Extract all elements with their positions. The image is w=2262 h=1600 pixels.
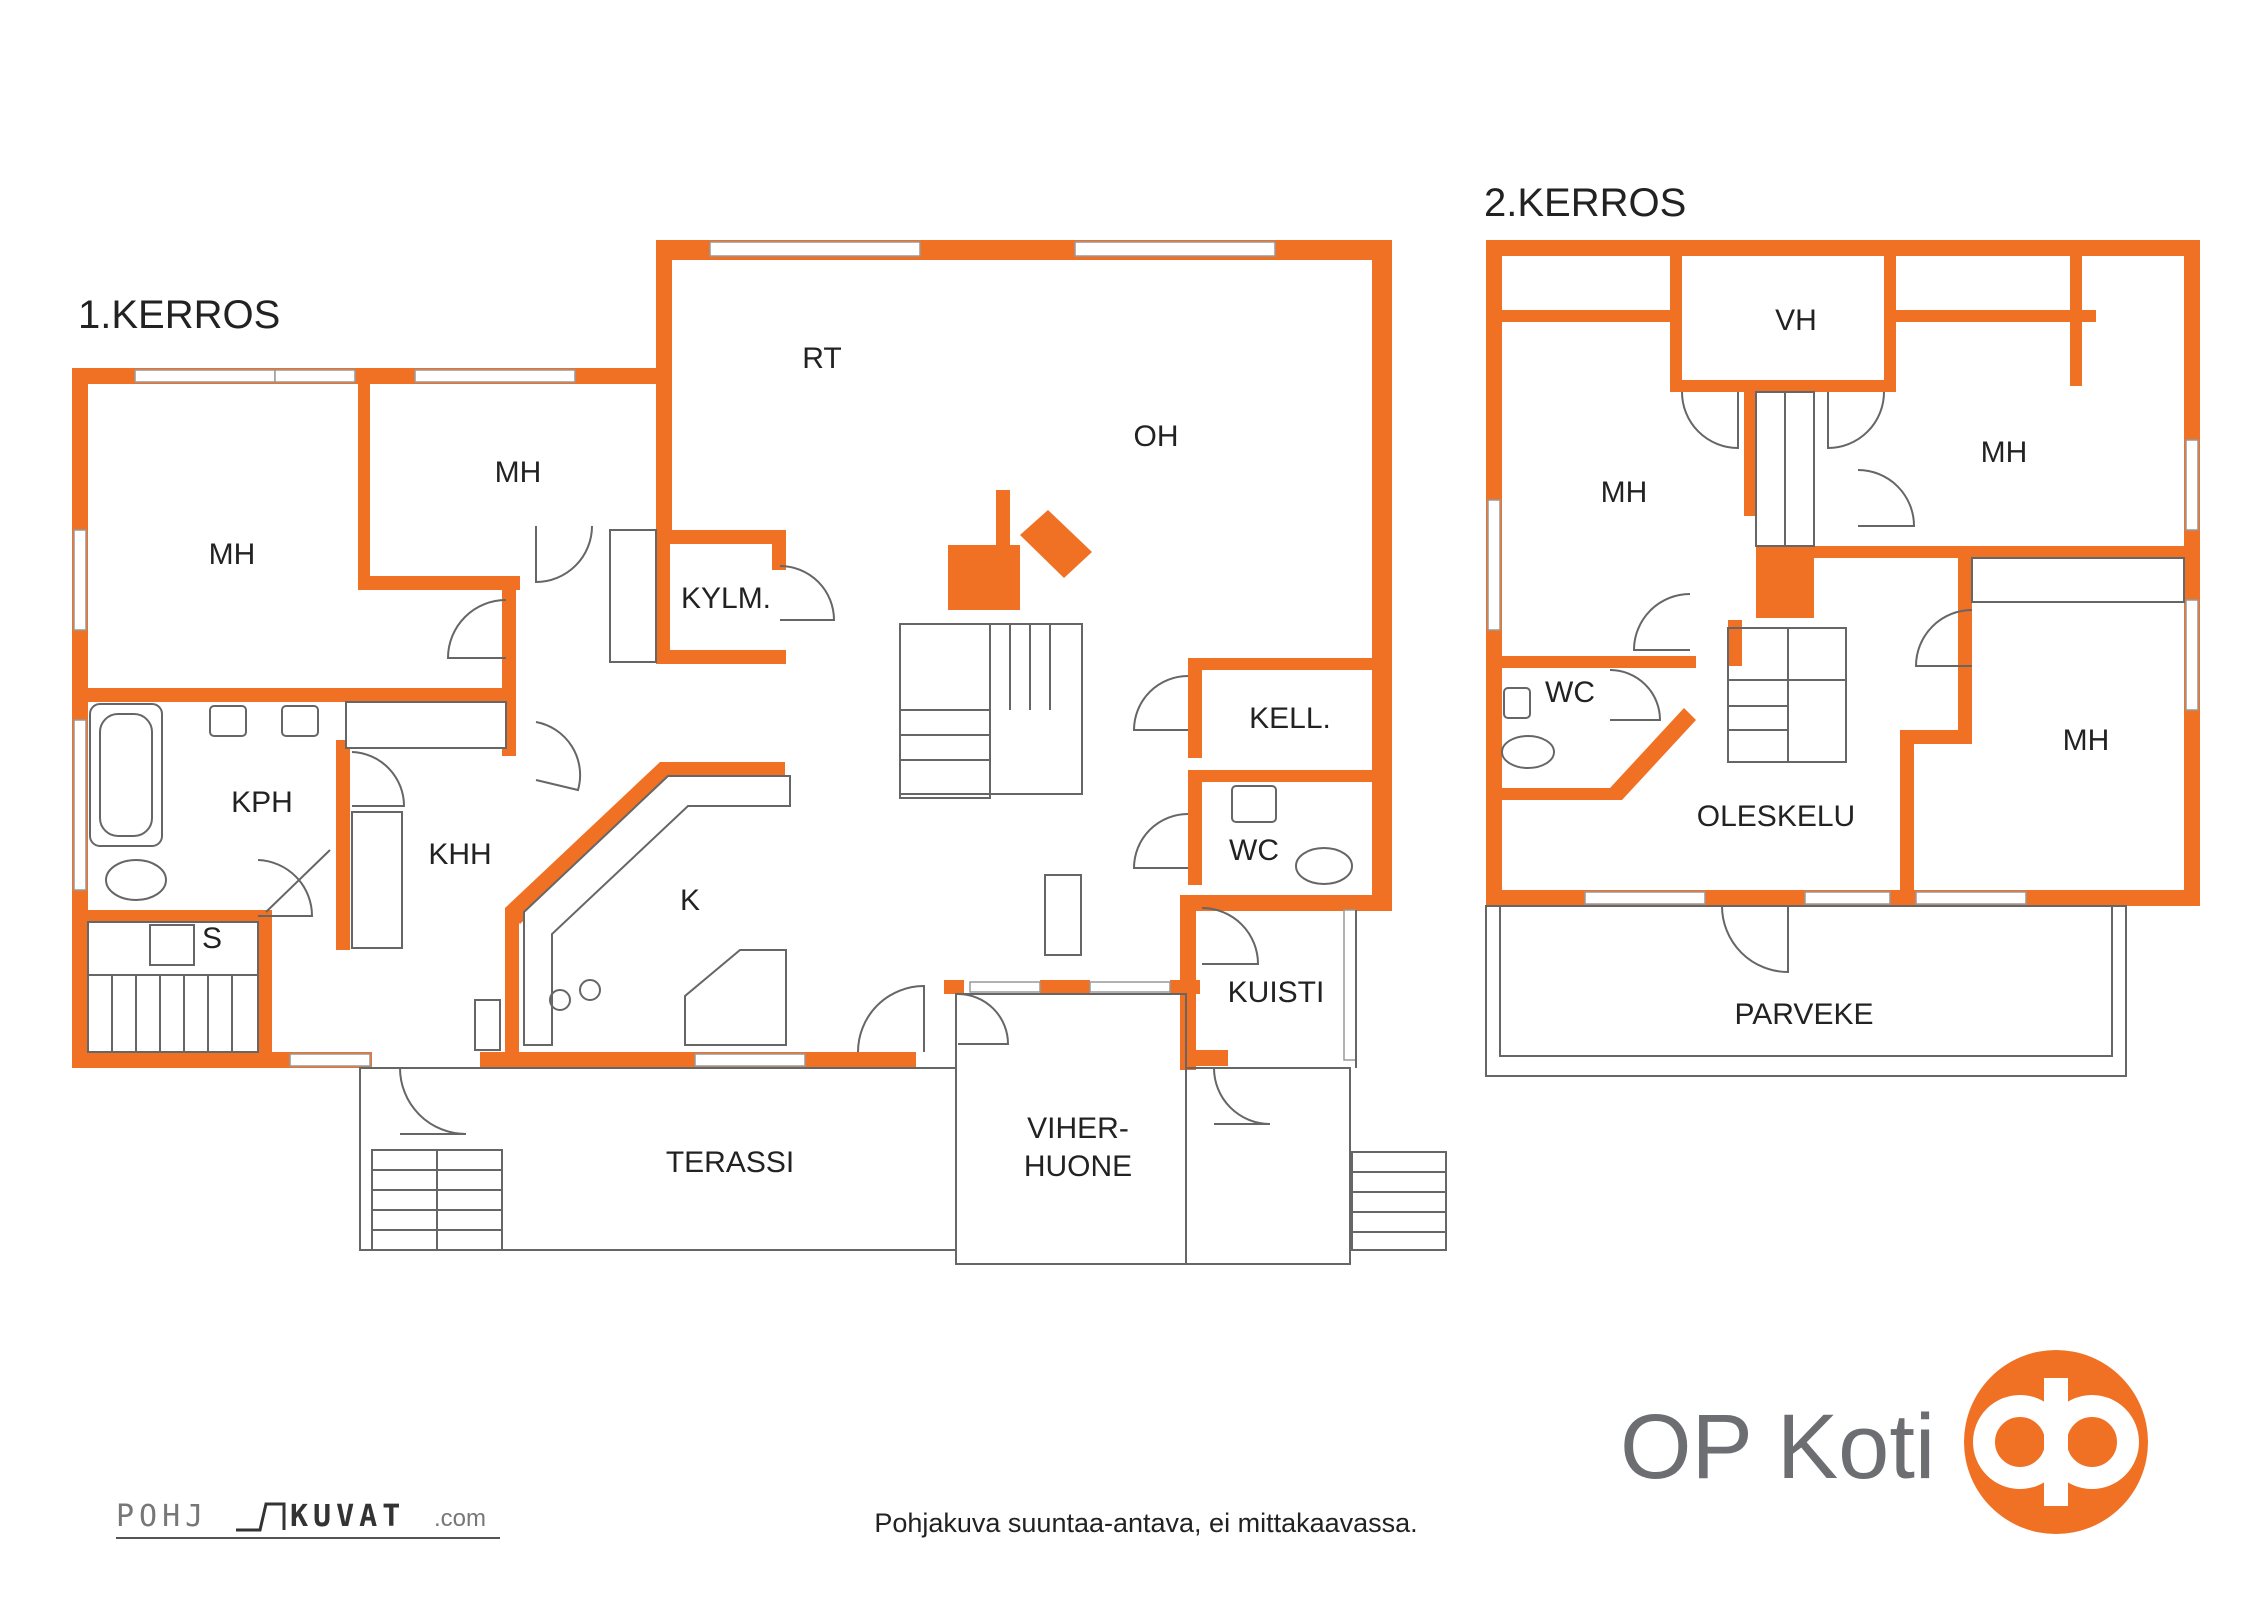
room-label-oh: OH [1134, 420, 1179, 453]
laundry-counter [351, 811, 403, 949]
second-floor-stairs [1727, 627, 1847, 763]
room-label-mh-large: MH [209, 538, 256, 571]
room-label-mh-right-top: MH [1981, 436, 2028, 469]
room-label-viherhuone-1: VIHER- [1027, 1112, 1129, 1145]
first-floor-title: 1.KERROS [78, 293, 280, 337]
sauna-stove [149, 924, 195, 966]
kitchen-island [684, 949, 787, 1046]
brand-name: OP Koti [1620, 1396, 1935, 1498]
room-label-mh-left: MH [1601, 476, 1648, 509]
svg-text:KUVAT: KUVAT [290, 1499, 405, 1534]
pohjakuvat-logo: POHJ KUVAT .com [116, 1499, 500, 1539]
first-floor-stairs [899, 623, 1083, 799]
room-label-kylm: KYLM. [681, 582, 771, 615]
room-label-kell: KELL. [1249, 702, 1331, 735]
room-label-wc-first: WC [1229, 834, 1279, 867]
second-floor-doors [1609, 391, 1973, 974]
room-label-khh: KHH [428, 838, 491, 871]
svg-text:.com: .com [434, 1505, 486, 1532]
room-label-parveke: PARVEKE [1735, 998, 1874, 1031]
room-label-mh-small: MH [495, 456, 542, 489]
op-logo-icon [1964, 1350, 2148, 1534]
room-label-mh-right-bottom: MH [2063, 724, 2110, 757]
toilet [105, 859, 167, 901]
second-floor-title: 2.KERROS [1484, 181, 1686, 225]
terrace-stairs [371, 1149, 1447, 1251]
room-label-kuisti: KUISTI [1228, 976, 1325, 1009]
disclaimer-text: Pohjakuva suuntaa-antava, ei mittakaavas… [874, 1508, 1417, 1538]
sink [209, 705, 247, 737]
room-label-vh: VH [1775, 304, 1817, 337]
sauna-bench [87, 921, 259, 1053]
room-label-wc-second: WC [1545, 676, 1595, 709]
room-label-rt: RT [802, 342, 841, 375]
second-floor-plan [1485, 240, 2200, 1077]
room-label-terassi: TERASSI [666, 1146, 794, 1179]
first-floor-doors [257, 525, 1271, 1135]
first-floor-plan [72, 240, 1447, 1265]
room-label-k: K [680, 884, 700, 917]
room-label-s: S [202, 922, 222, 955]
room-label-oleskelu: OLESKELU [1697, 800, 1855, 833]
room-label-kph: KPH [231, 786, 293, 819]
kitchen-counter [523, 775, 791, 1046]
balcony-outline [1485, 905, 2127, 1077]
svg-text:POHJ: POHJ [116, 1499, 208, 1534]
room-label-viherhuone-2: HUONE [1024, 1150, 1132, 1183]
